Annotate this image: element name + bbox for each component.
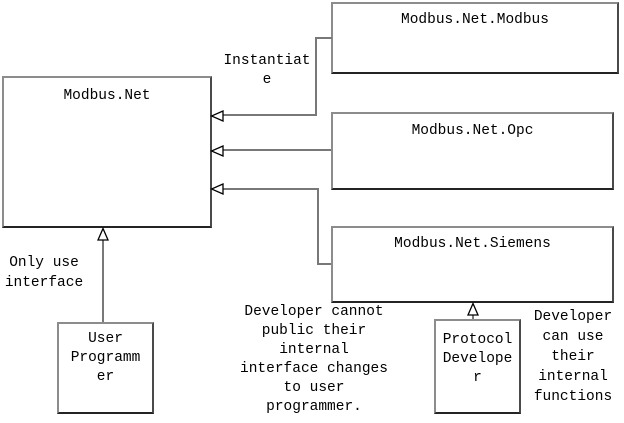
arrowhead-left-icon [210,110,224,122]
connector-modbus-horizontal [315,37,332,39]
box-modbus-net-opc: Modbus.Net.Opc [331,112,614,190]
connector-arrow1-shaft [223,114,317,116]
box-protocol-developer-label: Protocol Developer [442,332,513,386]
annotation-developer-cannot: Developer cannot public their internal i… [240,304,388,415]
box-modbus-net: Modbus.Net [2,76,212,228]
arrowhead-left-icon [210,183,224,195]
box-user-programmer: User Programmer [57,322,154,414]
connector-modbus-vertical [315,37,317,116]
annotation-developer-can: Developer can use their internal functio… [533,309,613,405]
connector-user-programmer-shaft [102,239,104,322]
arrowhead-up-icon [97,227,109,241]
box-modbus-net-opc-label: Modbus.Net.Opc [411,123,534,139]
box-modbus-net-siemens-label: Modbus.Net.Siemens [394,236,551,252]
box-modbus-net-modbus: Modbus.Net.Modbus [331,2,619,74]
connector-protocol-developer-shaft [472,314,474,319]
connector-siemens-vertical [317,188,319,265]
annotation-only-use-interface: Only use interface [4,255,84,291]
connector-arrow2-shaft [223,149,331,151]
connector-siemens-horizontal [317,263,331,265]
box-modbus-net-label: Modbus.Net [63,88,151,104]
box-modbus-net-siemens: Modbus.Net.Siemens [331,226,614,303]
box-user-programmer-label: User Programmer [70,331,141,385]
box-modbus-net-modbus-label: Modbus.Net.Modbus [401,12,549,28]
arrowhead-left-icon [210,145,224,157]
arrowhead-up-icon [467,302,479,316]
box-protocol-developer: Protocol Developer [434,319,521,414]
annotation-instantiate: Instantiate [223,53,311,88]
connector-arrow3-shaft [223,188,319,190]
